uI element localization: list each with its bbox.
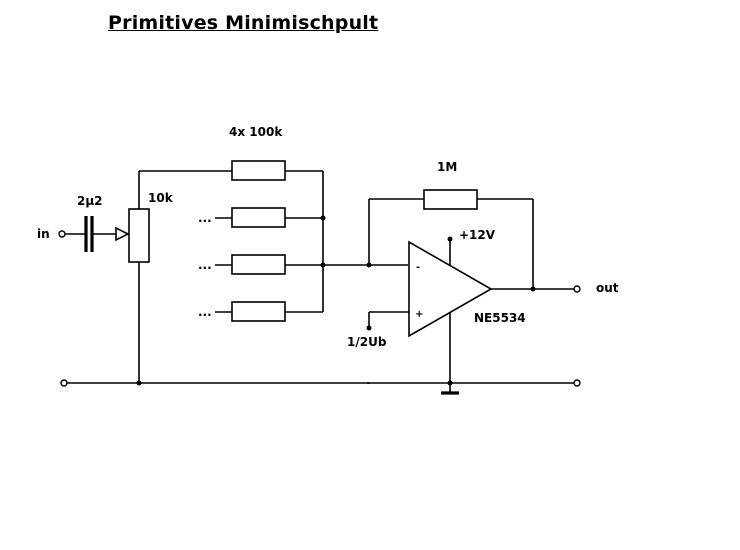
- opamp-minus-sign: -: [416, 262, 420, 273]
- opamp-plus-sign: +: [415, 309, 423, 320]
- input-resistors-label: 4x 100k: [229, 125, 283, 139]
- wiper-arrow: [115, 226, 130, 242]
- input-terminal: [58, 230, 66, 238]
- ground-terminal-right: [573, 379, 581, 387]
- output-terminal: [573, 285, 581, 293]
- resistor-2: [231, 207, 286, 228]
- junction-dot: [320, 215, 326, 221]
- output-label: out: [596, 281, 619, 295]
- resistor-3: [231, 254, 286, 275]
- feedback-resistor-label: 1M: [437, 160, 457, 174]
- capacitor: [84, 216, 94, 252]
- ellipsis-2: ...: [198, 211, 212, 225]
- bias-label: 1/2Ub: [347, 335, 387, 349]
- junction-dot: [530, 286, 536, 292]
- supply-label: +12V: [459, 228, 496, 242]
- ellipsis-4: ...: [198, 305, 212, 319]
- supply-dot: [447, 236, 453, 242]
- feedback-resistor: [423, 189, 478, 210]
- diagram-title: Primitives Minimischpult: [108, 12, 379, 34]
- resistor-1: [231, 160, 286, 181]
- potentiometer: [128, 208, 150, 263]
- opamp-label: NE5534: [474, 311, 526, 325]
- input-label: in: [37, 227, 50, 241]
- bias-dot: [366, 325, 372, 331]
- potentiometer-label: 10k: [148, 191, 174, 205]
- ellipsis-3: ...: [198, 258, 212, 272]
- resistor-4: [231, 301, 286, 322]
- capacitor-label: 2µ2: [77, 194, 103, 208]
- junction-dot: [320, 262, 326, 268]
- ground-terminal-left: [60, 379, 68, 387]
